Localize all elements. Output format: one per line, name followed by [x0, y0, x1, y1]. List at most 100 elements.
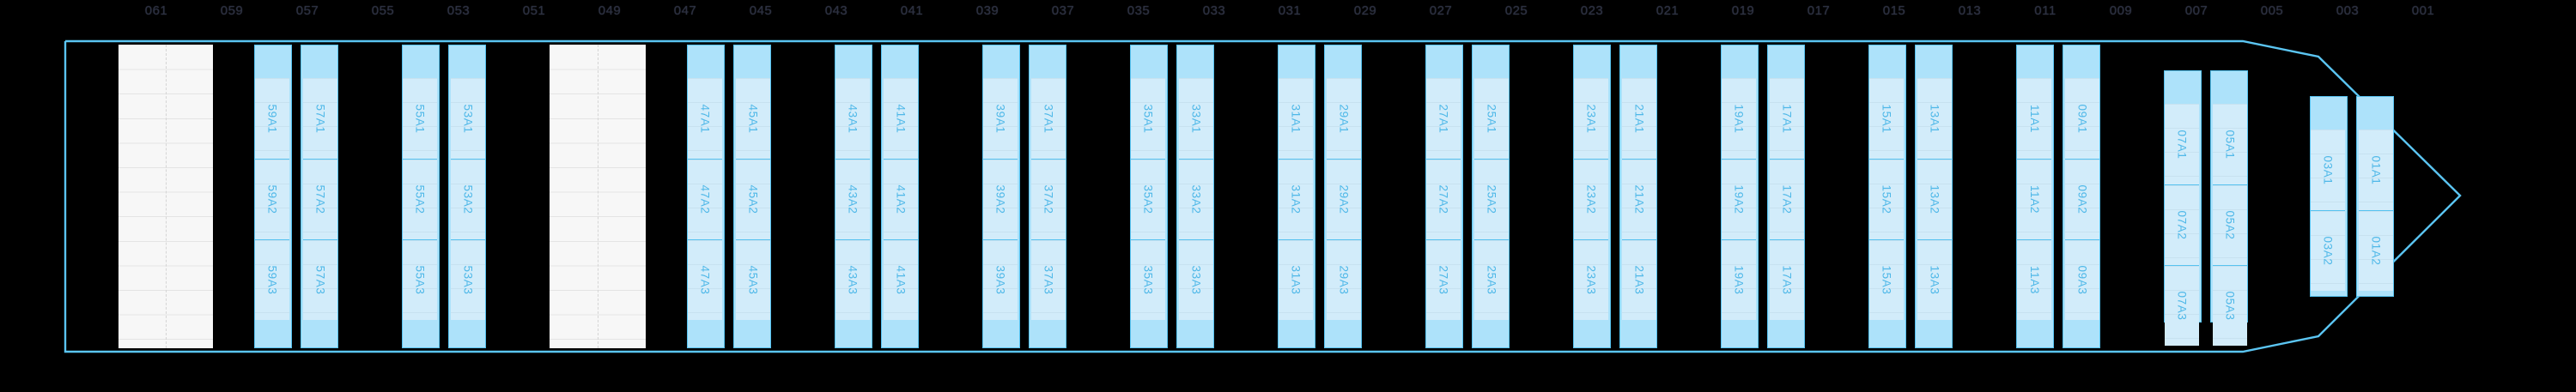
tier-45A1[interactable]: 45A1	[736, 78, 770, 159]
tier-33A3[interactable]: 33A3	[1179, 239, 1213, 320]
tier-43A3[interactable]: 43A3	[835, 239, 870, 320]
tier-45A3[interactable]: 45A3	[736, 239, 770, 320]
tier-29A1[interactable]: 29A1	[1327, 78, 1361, 159]
tier-07A1[interactable]: 07A1	[2165, 104, 2199, 184]
tier-55A1[interactable]: 55A1	[403, 78, 437, 159]
tier-45A2[interactable]: 45A2	[736, 159, 770, 239]
tier-57A1[interactable]: 57A1	[303, 78, 337, 159]
tier-41A3[interactable]: 41A3	[884, 239, 918, 320]
tier-25A2[interactable]: 25A2	[1474, 159, 1509, 239]
tier-11A1[interactable]: 11A1	[2017, 78, 2051, 159]
tier-05A3[interactable]: 05A3	[2213, 265, 2247, 346]
tier-19A3[interactable]: 19A3	[1722, 239, 1756, 320]
tier-09A1[interactable]: 09A1	[2065, 78, 2099, 159]
tier-31A3[interactable]: 31A3	[1279, 239, 1313, 320]
tier-11A2[interactable]: 11A2	[2017, 159, 2051, 239]
tier-15A2[interactable]: 15A2	[1869, 159, 1904, 239]
tier-07A3[interactable]: 07A3	[2165, 265, 2199, 346]
tier-59A3[interactable]: 59A3	[255, 239, 289, 320]
tier-17A1[interactable]: 17A1	[1770, 78, 1804, 159]
tier-19A2[interactable]: 19A2	[1722, 159, 1756, 239]
tier-39A3[interactable]: 39A3	[983, 239, 1018, 320]
tier-41A2[interactable]: 41A2	[884, 159, 918, 239]
tier-53A3[interactable]: 53A3	[451, 239, 485, 320]
tier-57A3[interactable]: 57A3	[303, 239, 337, 320]
tier-47A2[interactable]: 47A2	[688, 159, 722, 239]
tier-01A2[interactable]: 01A2	[2359, 210, 2393, 291]
tier-31A1[interactable]: 31A1	[1279, 78, 1313, 159]
tier-15A3[interactable]: 15A3	[1869, 239, 1904, 320]
tier-57A2[interactable]: 57A2	[303, 159, 337, 239]
tier-09A2[interactable]: 09A2	[2065, 159, 2099, 239]
tier-39A1[interactable]: 39A1	[983, 78, 1018, 159]
tier-31A2[interactable]: 31A2	[1279, 159, 1313, 239]
tier-25A3[interactable]: 25A3	[1474, 239, 1509, 320]
tier-37A2[interactable]: 37A2	[1031, 159, 1066, 239]
tier-13A2[interactable]: 13A2	[1917, 159, 1952, 239]
tier-13A1[interactable]: 13A1	[1917, 78, 1952, 159]
tier-27A3[interactable]: 27A3	[1426, 239, 1461, 320]
tier-05A1[interactable]: 05A1	[2213, 104, 2247, 184]
tier-41A1[interactable]: 41A1	[884, 78, 918, 159]
tier-35A2[interactable]: 35A2	[1131, 159, 1165, 239]
tier-59A2[interactable]: 59A2	[255, 159, 289, 239]
tier-03A1[interactable]: 03A1	[2311, 130, 2345, 210]
tier-27A1[interactable]: 27A1	[1426, 78, 1461, 159]
tier-55A3[interactable]: 55A3	[403, 239, 437, 320]
tier-59A1[interactable]: 59A1	[255, 78, 289, 159]
tier-15A1[interactable]: 15A1	[1869, 78, 1904, 159]
tier-23A2[interactable]: 23A2	[1574, 159, 1608, 239]
tier-43A2[interactable]: 43A2	[835, 159, 870, 239]
tier-37A3[interactable]: 37A3	[1031, 239, 1066, 320]
tier-35A3[interactable]: 35A3	[1131, 239, 1165, 320]
tier-01A1[interactable]: 01A1	[2359, 130, 2393, 210]
tier-55A2[interactable]: 55A2	[403, 159, 437, 239]
tier-33A2[interactable]: 33A2	[1179, 159, 1213, 239]
tier-23A3[interactable]: 23A3	[1574, 239, 1608, 320]
tier-21A2[interactable]: 21A2	[1622, 159, 1656, 239]
tier-03A2[interactable]: 03A2	[2311, 210, 2345, 291]
tier-35A1[interactable]: 35A1	[1131, 78, 1165, 159]
tier-53A2[interactable]: 53A2	[451, 159, 485, 239]
tier-37A1[interactable]: 37A1	[1031, 78, 1066, 159]
tier-21A3[interactable]: 21A3	[1622, 239, 1656, 320]
tier-33A1[interactable]: 33A1	[1179, 78, 1213, 159]
tier-09A3[interactable]: 09A3	[2065, 239, 2099, 320]
tier-17A3[interactable]: 17A3	[1770, 239, 1804, 320]
tier-07A2[interactable]: 07A2	[2165, 184, 2199, 265]
tier-29A3[interactable]: 29A3	[1327, 239, 1361, 320]
tier-11A3[interactable]: 11A3	[2017, 239, 2051, 320]
